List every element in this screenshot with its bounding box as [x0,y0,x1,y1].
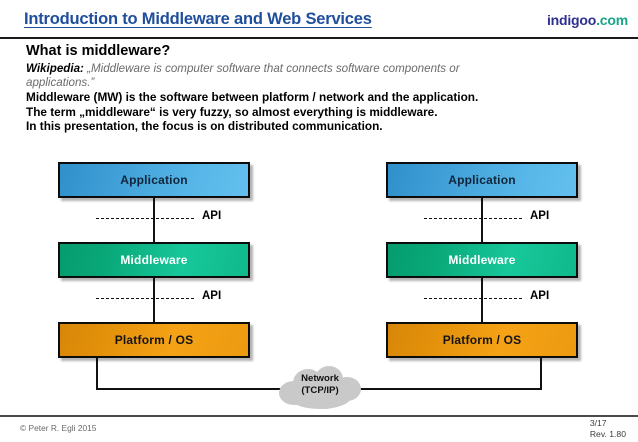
header-divider [0,37,638,39]
cloud-puff [307,389,341,409]
slide-header: Introduction to Middleware and Web Servi… [0,0,638,39]
body-line-2: The term „middleware“ is very fuzzy, so … [26,104,438,119]
footer-divider [0,415,638,417]
layer-box-middleware-left: Middleware [58,242,250,278]
api-dashed-line-icon [424,218,522,219]
api-dashed-line-icon [424,298,522,299]
connector-middleware-platform-left [153,278,155,322]
network-label-line-2: (TCP/IP) [301,384,339,396]
connector-application-middleware-right [481,198,483,242]
layer-label-platform: Platform / OS [442,333,522,347]
layer-label-middleware: Middleware [120,253,188,267]
layer-label-middleware: Middleware [448,253,516,267]
body-line-3: In this presentation, the focus is on di… [26,119,383,133]
api-separator-upper-right: API [424,210,574,226]
api-label-upper: API [530,210,550,222]
network-label-line-1: Network [301,373,339,384]
footer-copyright: © Peter R. Egli 2015 [20,423,97,433]
footer-meta: 3/17 Rev. 1.80 [590,418,626,440]
wikipedia-quote-line-1: Wikipedia: „Middleware is computer softw… [26,62,616,76]
api-separator-lower-left: API [96,290,246,306]
brand-logo: indigoo.com [547,12,628,28]
network-link-right-horizontal [352,388,542,390]
middleware-architecture-diagram: Application API Middleware API Platform … [0,150,638,409]
wikipedia-quote-line-2: applications.” [26,76,95,89]
network-cloud-icon: Network (TCP/IP) [277,365,363,409]
network-link-left-vertical [96,358,98,390]
layer-label-platform: Platform / OS [114,333,194,347]
api-label-upper: API [202,210,222,222]
layer-box-middleware-right: Middleware [386,242,578,278]
quote-text-1: „Middleware is computer software that co… [87,62,460,75]
api-dashed-line-icon [96,218,194,219]
layer-box-platform-right: Platform / OS [386,322,578,358]
layer-label-application: Application [448,173,516,187]
page-title: Introduction to Middleware and Web Servi… [24,10,372,28]
network-link-left-horizontal [96,388,296,390]
body-line-1: Middleware (MW) is the software between … [26,90,479,104]
section-heading: What is middleware? [26,43,171,59]
page-number: 3/17 [589,418,607,428]
network-link-right-vertical [540,358,542,390]
stack-left: Application API Middleware API Platform … [58,150,254,408]
connector-application-middleware-left [153,198,155,242]
brand-tld: .com [596,12,628,28]
quote-source-label: Wikipedia: [26,62,84,75]
api-separator-upper-left: API [96,210,246,226]
connector-middleware-platform-right [481,278,483,322]
api-label-lower: API [530,290,550,302]
body-text-block: What is middleware? Wikipedia: „Middlewa… [26,43,616,134]
layer-box-application-right: Application [386,162,578,198]
api-label-lower: API [202,290,222,302]
stack-right: Application API Middleware API Platform … [386,150,582,408]
api-dashed-line-icon [96,298,194,299]
brand-name: indigoo [546,12,597,28]
layer-label-application: Application [120,173,188,187]
network-cloud-label: Network (TCP/IP) [277,373,363,396]
api-separator-lower-right: API [424,290,574,306]
layer-box-platform-left: Platform / OS [58,322,250,358]
revision-number: Rev. 1.80 [589,429,626,439]
layer-box-application-left: Application [58,162,250,198]
